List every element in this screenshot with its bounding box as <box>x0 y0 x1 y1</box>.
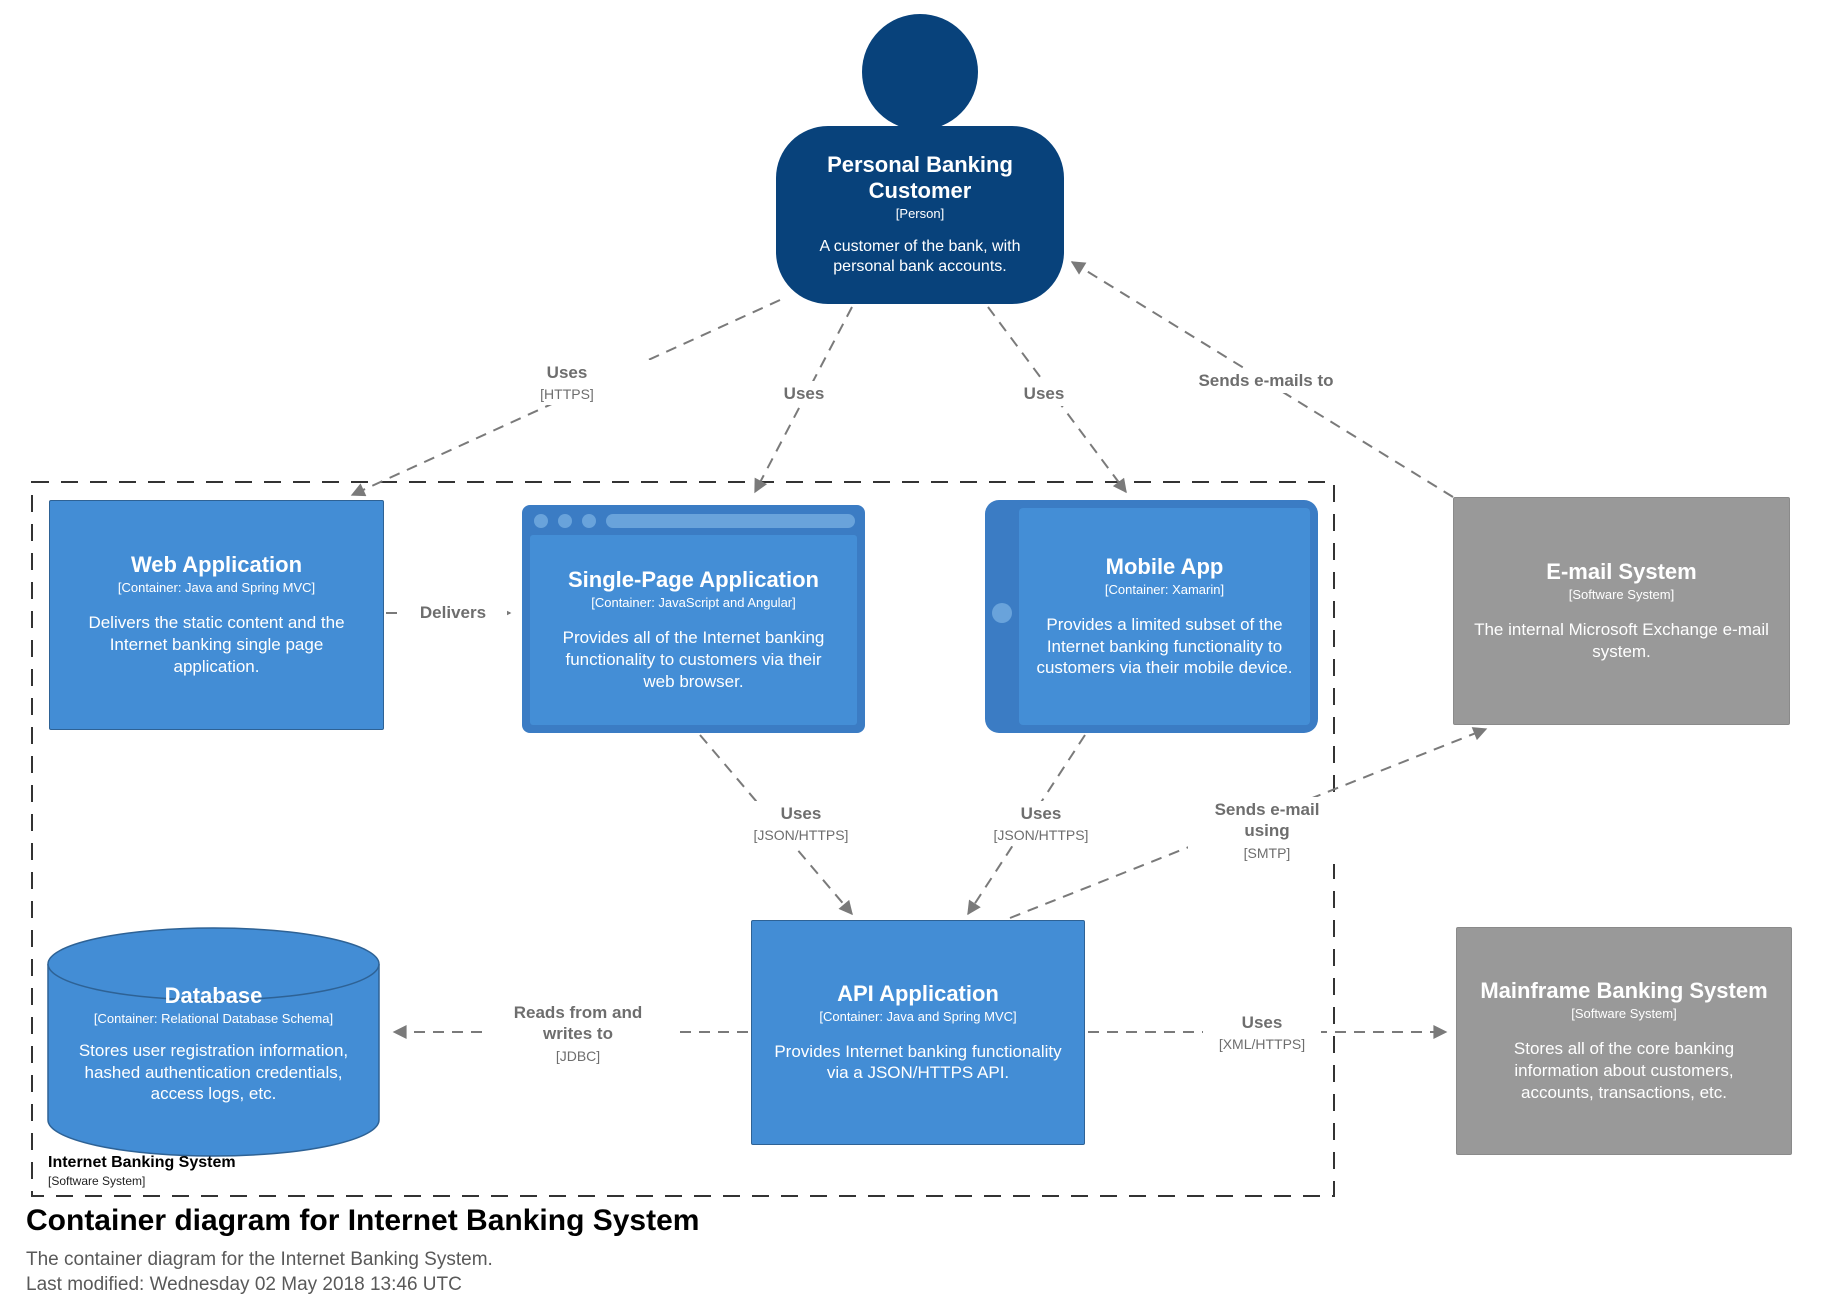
element-description: A customer of the bank, with personal ba… <box>819 237 1021 276</box>
browser-urlbar-icon <box>606 514 855 528</box>
element-mainframe-banking-system[interactable]: Mainframe Banking System [Software Syste… <box>1456 927 1792 1155</box>
relationship-name: Uses <box>1020 804 1062 823</box>
diagram-last-modified: Last modified: Wednesday 02 May 2018 13:… <box>26 1274 462 1295</box>
boundary-label: Internet Banking System [Software System… <box>48 1153 236 1190</box>
boundary-meta: [Software System] <box>48 1174 146 1189</box>
element-meta: [Container: Relational Database Schema] <box>93 1010 334 1026</box>
element-email-system[interactable]: E-mail System [Software System] The inte… <box>1453 497 1790 725</box>
browser-button-icon <box>558 514 572 528</box>
relationship-technology: [XML/HTTPS] <box>1218 1036 1306 1053</box>
browser-button-icon <box>534 514 548 528</box>
relationship-name: Uses <box>546 363 588 382</box>
mobile-screen: Mobile App [Container: Xamarin] Provides… <box>1019 508 1310 725</box>
relationship-label-mobile-api: Uses [JSON/HTTPS] <box>957 801 1125 847</box>
relationship-label-api-database: Reads from and writes to [JDBC] <box>484 1000 672 1067</box>
relationship-technology: [JDBC] <box>555 1047 601 1064</box>
diagram-footer: Container diagram for Internet Banking S… <box>26 1204 699 1295</box>
element-name: Single-Page Application <box>568 567 819 593</box>
relationship-name: Sends e-mail using <box>1214 800 1320 841</box>
relationship-label-api-email: Sends e-mail using [SMTP] <box>1188 797 1346 864</box>
element-name: E-mail System <box>1546 559 1697 585</box>
relationship-name: Uses <box>1241 1013 1283 1032</box>
element-meta: [Container: Java and Spring MVC] <box>117 580 316 596</box>
relationship-label-spa-api: Uses [JSON/HTTPS] <box>717 801 885 847</box>
diagram-subtitle: The container diagram for the Internet B… <box>26 1248 493 1270</box>
element-meta: [Person] <box>895 206 945 222</box>
element-meta: [Container: Java and Spring MVC] <box>819 1008 1017 1024</box>
element-database-text: Database [Container: Relational Database… <box>47 962 380 1126</box>
database-cylinder-icon <box>47 927 380 1157</box>
element-database[interactable] <box>47 926 380 1158</box>
relationship-technology: [JSON/HTTPS] <box>753 827 849 844</box>
relationship-name: Sends e-mails to <box>1198 371 1334 390</box>
relationship-technology: [SMTP] <box>1243 844 1291 861</box>
relationship-label-person-mobile: Uses <box>995 381 1093 407</box>
element-name: Web Application <box>130 552 303 578</box>
element-meta: [Container: Xamarin] <box>1104 581 1225 597</box>
element-description: The internal Microsoft Exchange e-mail s… <box>1474 620 1769 661</box>
arrow-mobile-api <box>967 734 1086 916</box>
element-mobile-app[interactable]: Mobile App [Container: Xamarin] Provides… <box>985 500 1318 733</box>
diagram-title: Container diagram for Internet Banking S… <box>26 1204 700 1237</box>
relationship-name: Uses <box>1023 384 1065 403</box>
relationship-name: Delivers <box>419 603 487 622</box>
browser-button-icon <box>582 514 596 528</box>
element-meta: [Software System] <box>1571 1006 1677 1022</box>
element-personal-banking-customer[interactable]: Personal Banking Customer [Person] A cus… <box>776 126 1064 304</box>
element-web-application[interactable]: Web Application [Container: Java and Spr… <box>49 500 384 730</box>
relationship-label-person-webapp: Uses [HTTPS] <box>478 360 656 406</box>
relationship-name: Uses <box>783 384 825 403</box>
element-description: Stores user registration information, ha… <box>78 1040 349 1104</box>
element-name: Personal Banking Customer <box>827 152 1013 204</box>
element-description: Stores all of the core banking informati… <box>1513 1039 1735 1102</box>
element-description: Provides Internet banking functionality … <box>774 1041 1062 1083</box>
mobile-home-button-icon <box>992 603 1012 623</box>
element-name: Mobile App <box>1105 553 1224 579</box>
relationship-name: Uses <box>780 804 822 823</box>
element-api-application[interactable]: API Application [Container: Java and Spr… <box>751 920 1085 1145</box>
element-meta: [Container: JavaScript and Angular] <box>591 595 796 611</box>
element-meta: [Software System] <box>1568 587 1675 603</box>
element-description: Delivers the static content and the Inte… <box>88 613 345 676</box>
relationship-label-person-spa: Uses <box>755 381 853 407</box>
element-name: Database <box>164 982 263 1008</box>
element-description: Provides all of the Internet banking fun… <box>562 628 825 691</box>
relationship-label-api-mainframe: Uses [XML/HTTPS] <box>1203 1010 1321 1056</box>
relationship-label-email-person: Sends e-mails to <box>1167 368 1365 394</box>
browser-screen: Single-Page Application [Container: Java… <box>530 535 857 725</box>
relationship-technology: [HTTPS] <box>540 386 594 403</box>
person-head-icon <box>862 14 978 130</box>
element-single-page-application[interactable]: Single-Page Application [Container: Java… <box>522 505 865 733</box>
element-description: Provides a limited subset of the Interne… <box>1036 614 1293 678</box>
relationship-label-webapp-spa: Delivers <box>399 600 507 626</box>
element-name: API Application <box>837 980 999 1006</box>
boundary-name: Internet Banking System <box>48 1154 236 1171</box>
relationship-technology: [JSON/HTTPS] <box>993 827 1089 844</box>
relationship-name: Reads from and writes to <box>513 1003 643 1044</box>
element-name: Mainframe Banking System <box>1480 978 1768 1004</box>
